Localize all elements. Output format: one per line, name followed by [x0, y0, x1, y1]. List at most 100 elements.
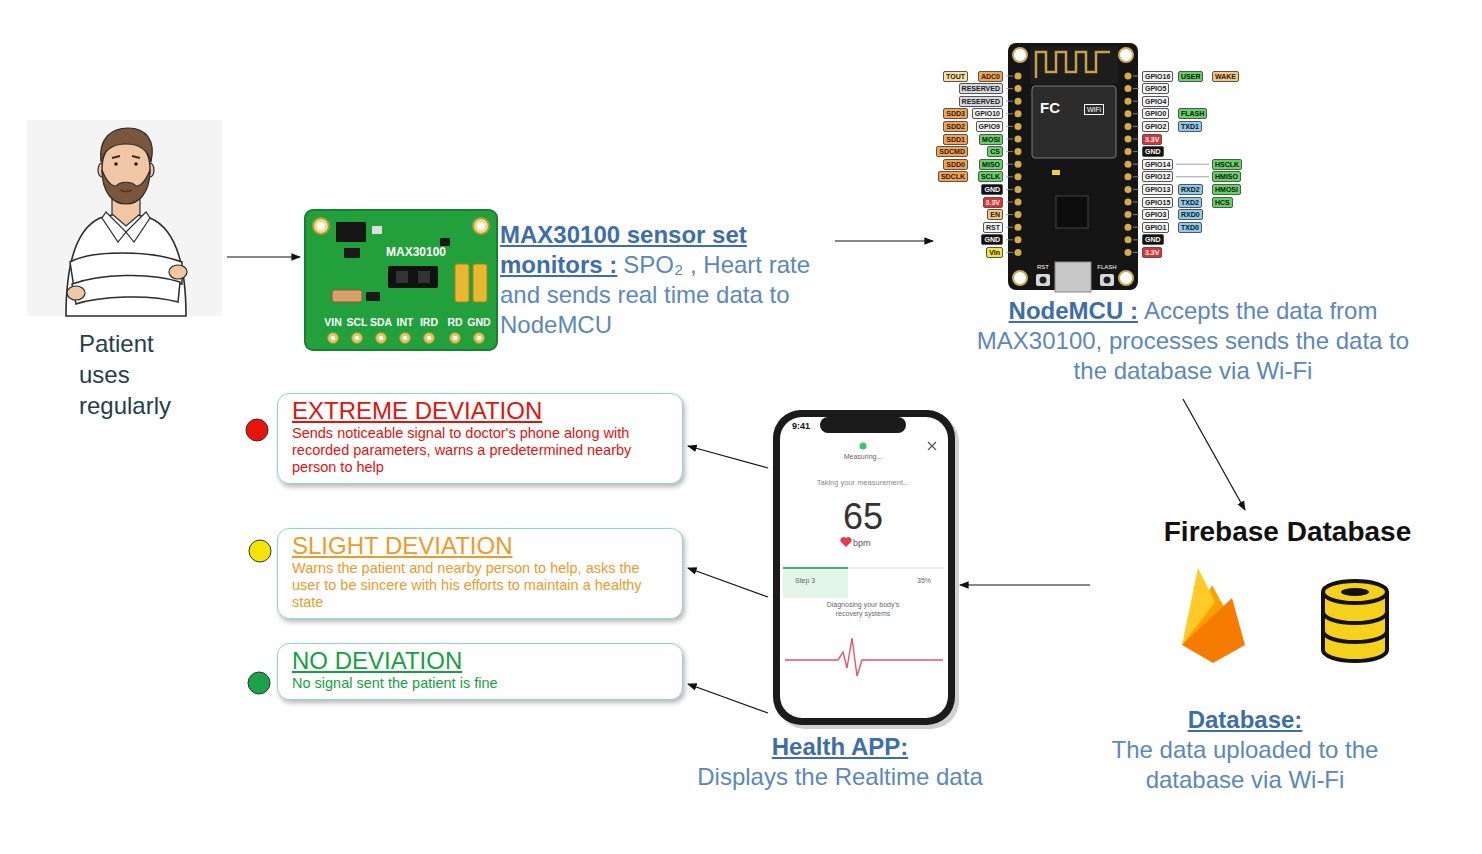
solder-pad	[352, 333, 363, 344]
pin-label: GND	[1142, 146, 1164, 157]
chip-marking: MAX30100	[386, 245, 446, 259]
pin-leader	[1133, 252, 1139, 253]
node-heading: Firebase Database	[1135, 515, 1440, 549]
nodemcu-board-part	[1030, 46, 1118, 84]
header-pin	[1015, 249, 1022, 256]
heart-rate-unit: bpm	[853, 538, 871, 548]
deviation-box: EXTREME DEVIATIONSends noticeable signal…	[277, 393, 683, 484]
nodemcu-board-part	[1055, 262, 1091, 292]
nodemcu-board-part	[1013, 48, 1027, 62]
box-heading: EXTREME DEVIATION	[292, 397, 670, 425]
sensor-board-part	[336, 222, 366, 242]
pin-leader	[1006, 101, 1013, 102]
pin-leader	[1006, 214, 1013, 215]
nodemcu-board-part	[1036, 52, 1110, 78]
pin-leader	[1006, 202, 1013, 203]
flow-arrow	[227, 256, 300, 257]
header-pin	[1015, 98, 1022, 105]
pin-name: IRD	[420, 316, 438, 328]
solder-pad-part	[424, 333, 435, 344]
pin-name: SDA	[370, 316, 392, 328]
pin-label: SDCMD	[936, 146, 968, 157]
pin-label: GPIO15	[1142, 197, 1173, 208]
solder-pad-part	[379, 336, 384, 341]
pin-label: 3.3V	[1142, 247, 1162, 258]
patient-illustration-part	[114, 162, 118, 166]
pin-name: RD	[447, 316, 462, 328]
nodemcu-board-part	[1119, 48, 1133, 62]
pin-label: GPIO9	[976, 121, 1003, 132]
pin-label: GPIO14	[1142, 159, 1173, 170]
patient-illustration-part	[102, 212, 150, 242]
pin-label: TXD0	[1178, 222, 1202, 233]
patient-illustration-part	[72, 275, 180, 304]
pin-label: USER	[1178, 71, 1203, 82]
nodemcu-board-part	[1032, 86, 1116, 158]
pin-label: MOSI	[979, 134, 1003, 145]
header-pin	[1125, 123, 1132, 130]
solder-pad-part	[400, 333, 411, 344]
header-pin	[1125, 161, 1132, 168]
header-pin	[1125, 236, 1132, 243]
nodemcu-board-part	[1056, 196, 1088, 228]
pin-label: RESERVED	[959, 83, 1003, 94]
pin-leader	[1006, 88, 1013, 89]
phone-illustration-part	[783, 568, 848, 598]
patient-illustration-part	[66, 212, 186, 316]
node-heading: Health APP:	[660, 732, 1020, 762]
nodemcu-board-part	[1013, 271, 1027, 285]
pin-label: GPIO1	[1142, 222, 1169, 233]
pin-label: GPIO5	[1142, 83, 1169, 94]
sensor-board-part	[440, 238, 450, 246]
solder-pad	[474, 333, 485, 344]
pin-label: HMISO	[1212, 171, 1241, 182]
progress-percent: 35%	[917, 577, 931, 585]
phone-caption: Diagnosing your body's recovery systems	[813, 600, 913, 618]
patient-illustration-part	[112, 156, 140, 158]
header-pin	[1015, 161, 1022, 168]
pin-label: 3.3V	[983, 197, 1003, 208]
pin-label: CS	[987, 146, 1003, 157]
pin-label: GPIO0	[1142, 108, 1169, 119]
pin-label: RXD0	[1178, 209, 1203, 220]
patient-illustration-part	[27, 120, 222, 316]
phone-clock: 9:41	[792, 421, 810, 431]
pin-name: INT	[397, 316, 414, 328]
phone-illustration-part	[848, 568, 943, 569]
header-pin	[1015, 199, 1022, 206]
nodemcu-board-part	[1104, 277, 1111, 284]
node-heading: Patient uses regularly	[79, 328, 204, 421]
header-pin	[1125, 98, 1132, 105]
database-icon-part	[1341, 588, 1369, 596]
phone-illustration-part	[780, 417, 948, 718]
pin-leader	[1006, 113, 1013, 114]
header-pin	[1015, 211, 1022, 218]
patient-illustration-part	[102, 170, 150, 204]
pin-label: HSCLK	[1212, 159, 1242, 170]
button-label: FLASH	[1097, 264, 1116, 271]
phone-illustration-part	[777, 414, 959, 729]
solder-pad-part	[352, 333, 363, 344]
solder-pad	[376, 333, 387, 344]
pin-leader	[1133, 164, 1139, 165]
pin-label: GND	[981, 184, 1003, 195]
pin-leader	[1006, 227, 1013, 228]
button-label: RST	[1037, 264, 1049, 271]
sensor-board-part	[418, 271, 430, 283]
module-marking: WiFi	[1084, 104, 1104, 115]
pin-leader	[1133, 151, 1139, 152]
pin-label: 3.3V	[1142, 134, 1162, 145]
sensor-node: MAX30100 sensor set monitors :SPO₂ , Hea…	[305, 210, 830, 350]
node-text: Database:	[1095, 705, 1395, 735]
pin-leader	[1133, 214, 1139, 215]
nodemcu-board-part	[1036, 274, 1050, 286]
module-logo: FC	[1040, 100, 1060, 116]
deviation-box: SLIGHT DEVIATIONWarns the patient and ne…	[277, 528, 683, 619]
solder-pad	[450, 333, 461, 344]
pin-label: SDCLK	[938, 171, 968, 182]
solder-pad-part	[453, 336, 458, 341]
header-pin	[1125, 199, 1132, 206]
sensor-board-part	[372, 226, 382, 234]
pin-label: Vin	[986, 247, 1003, 258]
pin-label: GPIO3	[1142, 209, 1169, 220]
